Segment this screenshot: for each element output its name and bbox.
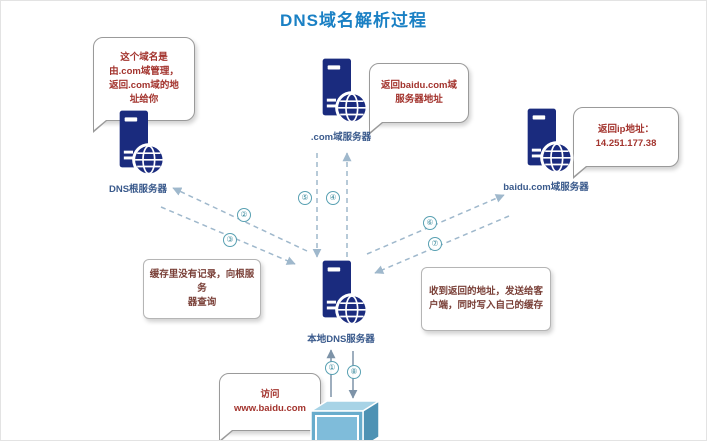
step-2-badge: ② bbox=[237, 208, 251, 222]
step-6-badge: ⑥ bbox=[423, 216, 437, 230]
step-7-badge: ⑦ bbox=[428, 237, 442, 251]
step-8-badge: ⑧ bbox=[347, 365, 361, 379]
server-local-dns: 本地DNS服务器 bbox=[293, 259, 389, 345]
callout-root-response: 这个域名是 由.com域管理， 返回.com域的地 址给你 bbox=[93, 37, 195, 133]
server-icon bbox=[322, 58, 369, 125]
step-5-badge: ⑤ bbox=[298, 191, 312, 205]
step-3-badge: ③ bbox=[223, 233, 237, 247]
globe-icon bbox=[338, 93, 366, 123]
callout-ip-response-text: 返回ip地址： 14.251.177.38 bbox=[595, 123, 657, 149]
step-4-badge: ④ bbox=[326, 191, 340, 205]
server-com-domain: .com域服务器 bbox=[293, 57, 389, 143]
server-icon bbox=[119, 110, 166, 177]
note-return-result: 收到返回的地址，发送给客 户端，同时写入自己的缓存 bbox=[421, 267, 551, 331]
globe-icon bbox=[338, 295, 366, 325]
server-baidu-domain: baidu.com域服务器 bbox=[486, 107, 606, 193]
server-icon bbox=[527, 108, 574, 175]
callout-visit-request: 访问 www.baidu.com bbox=[219, 373, 321, 440]
globe-icon bbox=[135, 145, 163, 175]
note-return-result-text: 收到返回的地址，发送给客 户端，同时写入自己的缓存 bbox=[428, 285, 543, 311]
server-baidu-domain-label: baidu.com域服务器 bbox=[503, 182, 589, 193]
server-dns-root: DNS根服务器 bbox=[93, 109, 183, 195]
server-dns-root-label: DNS根服务器 bbox=[108, 184, 168, 195]
arrow-baidu-to-local bbox=[374, 215, 510, 274]
globe-icon bbox=[543, 143, 571, 173]
client-computer bbox=[307, 397, 383, 440]
server-com-domain-label: .com域服务器 bbox=[310, 132, 372, 143]
diagram-title: DNS域名解析过程 bbox=[280, 11, 427, 30]
server-local-dns-label: 本地DNS服务器 bbox=[307, 334, 375, 345]
note-cache-miss-text: 缓存里没有记录，向根服务 器查询 bbox=[149, 268, 255, 309]
note-cache-miss: 缓存里没有记录，向根服务 器查询 bbox=[143, 259, 261, 319]
callout-com-response: 返回baidu.com域 服务器地址 bbox=[369, 63, 469, 135]
callout-com-response-text: 返回baidu.com域 服务器地址 bbox=[380, 79, 457, 105]
client-computer-icon bbox=[308, 399, 382, 440]
callout-ip-response: 返回ip地址： 14.251.177.38 bbox=[573, 107, 679, 179]
callout-visit-request-text: 访问 www.baidu.com bbox=[234, 388, 306, 414]
step-1-badge: ① bbox=[325, 361, 339, 375]
callout-root-response-text: 这个域名是 由.com域管理， 返回.com域的地 址给你 bbox=[109, 51, 179, 106]
server-icon bbox=[322, 260, 369, 327]
